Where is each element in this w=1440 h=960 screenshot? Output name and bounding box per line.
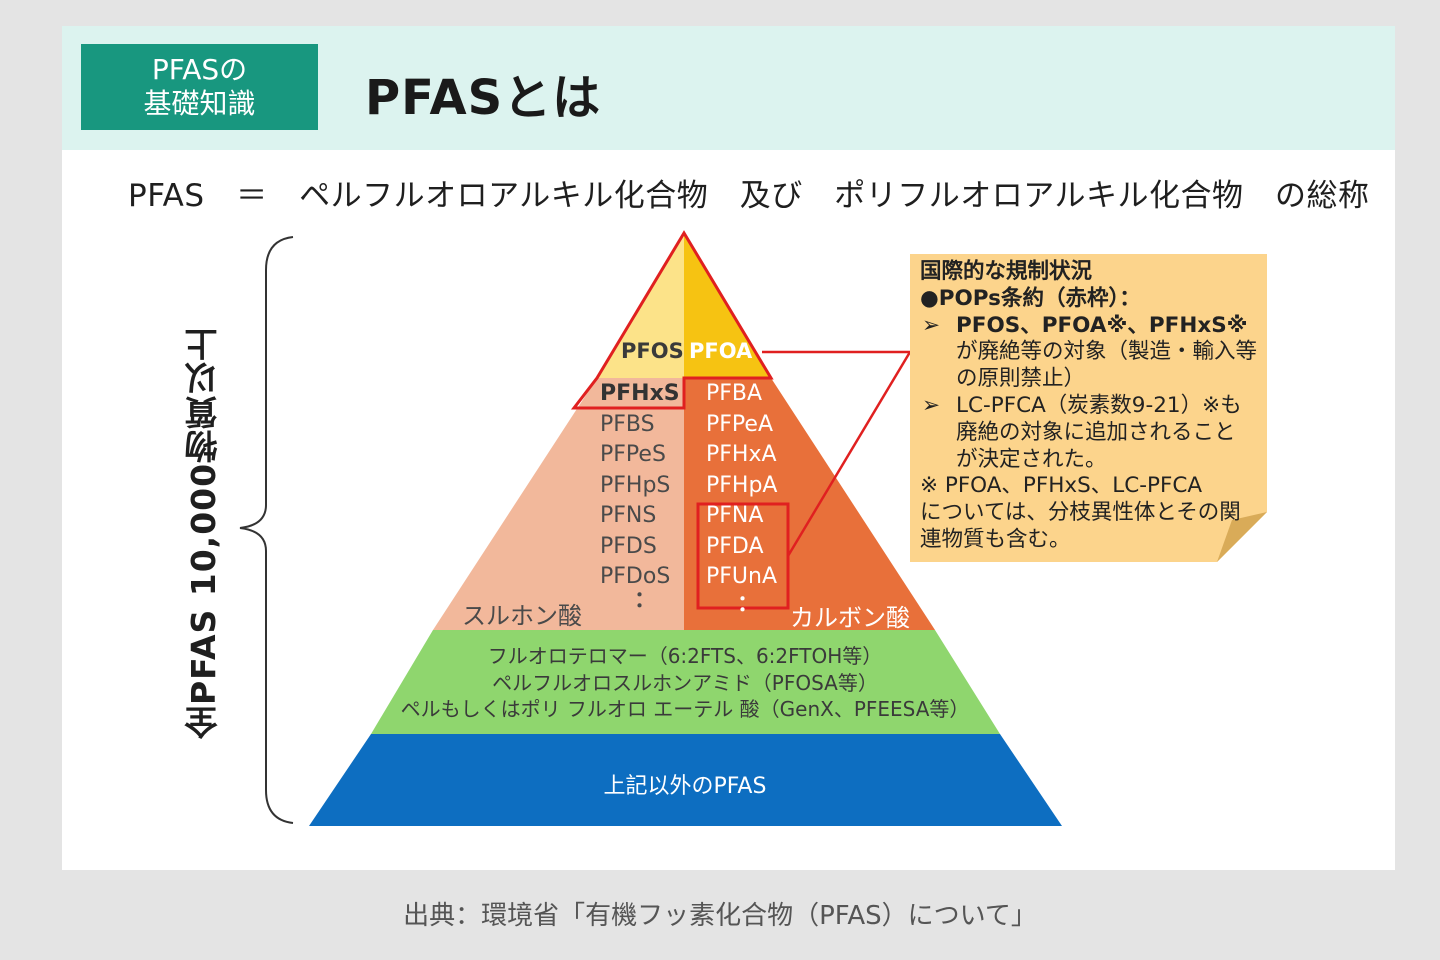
note-footnote-line2: については、分枝異性体とその関 [920,500,1241,526]
carboxylic-acid-caption: カルボン酸 [790,604,910,632]
regulation-note: 国際的な規制状況 ●POPs条約（赤枠）： ➢ PFOS、PFOA※、PFHxS… [920,259,1268,554]
arrow-bullet-icon: ➢ [922,312,941,338]
acid-item: PFHpA [706,472,778,498]
note-bullet2-line3: が決定された。 [956,446,1107,472]
other-compounds-text: フルオロテロマー（6:2FTS、6:2FTOH等） ペルフルオロスルホンアミド（… [370,643,1000,723]
acid-item: PFBA [706,381,763,406]
continuation-dots-left: ： [634,588,657,613]
compound-line: フルオロテロマー（6:2FTS、6:2FTOH等） [487,644,883,668]
acid-item: PFPeS [600,442,666,467]
note-bullet1-line3: の原則禁止） [956,366,1086,392]
compound-line: ペルもしくはポリ フルオロ エーテル 酸（GenX、PFEESA等） [400,697,970,721]
acid-item: PFNS [600,503,657,528]
arrow-bullet-icon: ➢ [922,392,941,418]
note-box-fold [1217,512,1267,562]
note-footnote-line3: 連物質も含む。 [920,526,1071,552]
note-box-bg [910,254,1267,562]
page-title: PFASとは [365,70,602,126]
base-tier-label: 上記以外のPFAS [603,774,767,799]
pfoa-label: PFOA [689,339,753,363]
acid-item: PFDA [706,533,764,559]
note-bullet2-text: LC-PFCA（炭素数9-21）※も [956,392,1242,418]
note-bullet1-line1: ➢ PFOS、PFOA※、PFHxS※ [920,313,1268,340]
note-footnote-line1: ※ PFOA、PFHxS、LC-PFCA [920,473,1203,499]
note-bullet2-line2: 廃絶の対象に追加されること [956,419,1236,445]
compound-line: ペルフルオロスルホンアミド（PFOSA等） [492,670,878,695]
carboxylic-acid-list: PFBA PFPeA PFHxA PFHpA PFNA PFDA PFUnA [706,379,777,593]
tier-sulfonic [433,378,684,630]
sulfonic-acid-list: PFHxS PFBS PFPeS PFHpS PFNS PFDS PFDoS [600,379,680,593]
tier-carboxylic [684,378,935,630]
badge-line2: 基礎知識 [143,87,256,120]
note-bullet2-line1: ➢ LC-PFCA（炭素数9-21）※も [920,393,1268,420]
note-bullet1-line2: が廃絶等の対象（製造・輸入等 [956,339,1258,365]
sulfonic-acid-caption: スルホン酸 [462,602,582,630]
tier-other-compounds [371,630,1000,734]
acid-item: PFBS [600,411,655,437]
section-badge: PFASの 基礎知識 [81,44,318,130]
pfos-label: PFOS [621,339,684,363]
badge-line1: PFASの [151,53,248,86]
total-pfas-label: 全PFAS 10,000物質以上 [184,326,223,740]
acid-item: PFDS [600,533,657,559]
acid-item: PFHxS [600,381,680,406]
acid-item: PFNA [706,503,764,528]
brace [239,236,294,824]
tier-base [309,734,1062,826]
acid-item: PFPeA [706,411,773,437]
note-bullet1-text: PFOS、PFOA※、PFHxS※ [956,312,1248,338]
acid-item: PFUnA [706,564,778,589]
note-pops: ●POPs条約（赤枠）： [920,285,1141,311]
acid-item: PFDoS [600,564,671,589]
continuation-dots-right: ： [737,592,760,617]
acid-item: PFHxA [706,442,777,467]
note-heading: 国際的な規制状況 [920,259,1093,284]
source-citation: 出典：環境省「有機フッ素化合物（PFAS）について」 [403,901,1037,931]
pointer-line-lcpfca [786,351,912,557]
pops-highlight-top [570,230,774,410]
acid-item: PFHpS [600,472,671,498]
pfas-definition: PFAS ＝ ペルフルオロアルキル化合物 及び ポリフルオロアルキル化合物 の総… [128,178,1370,214]
